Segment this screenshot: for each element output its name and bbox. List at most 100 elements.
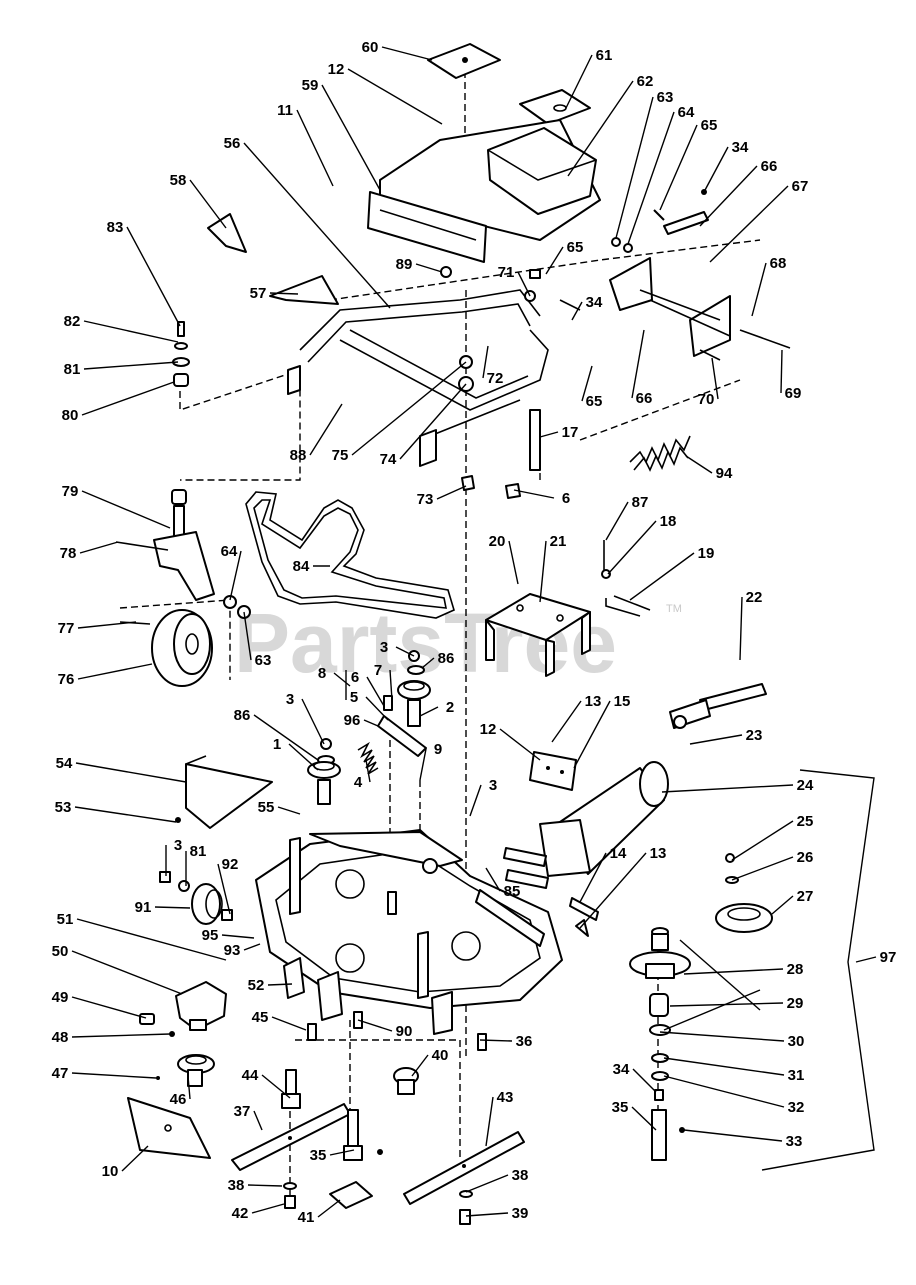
callout-17: 17: [539, 424, 578, 441]
callout-94: 94: [685, 455, 733, 482]
callout-57: 57: [250, 285, 299, 302]
part-number-label: 75: [332, 447, 349, 464]
part-number-label: 85: [504, 883, 521, 900]
callout-83: 83: [107, 219, 181, 327]
leader-line: [689, 734, 743, 745]
callout-42: 42: [232, 1203, 285, 1222]
part-number-label: 29: [787, 995, 804, 1012]
spindle-35: [329, 1109, 383, 1209]
leader-line: [74, 806, 177, 823]
part-number-label: 81: [190, 843, 207, 860]
callout-38: 38: [465, 1167, 528, 1193]
leader-line: [247, 1184, 283, 1187]
leader-line: [751, 262, 767, 317]
callout-3: 3: [380, 639, 415, 657]
leader-line: [411, 1054, 429, 1077]
part-number-label: 65: [586, 393, 603, 410]
leader-line: [271, 1016, 307, 1031]
leader-line: [659, 1031, 785, 1042]
callout-72: 72: [482, 345, 503, 387]
leader-line: [309, 403, 343, 456]
callout-54: 54: [56, 755, 187, 783]
part-number-label: 67: [792, 178, 809, 195]
callout-46: 46: [170, 1075, 191, 1108]
part-number-label: 60: [362, 39, 379, 56]
leader-line: [365, 759, 371, 783]
leader-line: [71, 1072, 157, 1079]
callout-82: 82: [64, 313, 179, 343]
leader-line: [79, 541, 119, 554]
callout-15: 15: [573, 693, 630, 769]
leader-line: [366, 676, 385, 707]
callout-76: 76: [58, 663, 153, 688]
callout-9: 9: [419, 741, 442, 781]
leader-line: [551, 700, 582, 743]
leader-line: [567, 80, 634, 177]
leader-line: [347, 68, 443, 125]
part-number-label: 10: [102, 1163, 119, 1180]
part-number-label: 87: [632, 494, 649, 511]
leader-line: [499, 728, 541, 761]
part-number-label: 3: [286, 691, 294, 708]
part-number-label: 37: [234, 1103, 251, 1120]
leader-line: [661, 784, 794, 793]
leader-line: [365, 696, 389, 721]
callout-13: 13: [551, 693, 601, 743]
leader-line: [83, 320, 179, 343]
part-number-label: 14: [610, 845, 627, 862]
leader-line: [251, 1203, 285, 1214]
callout-26: 26: [731, 849, 813, 881]
leader-line: [739, 596, 743, 661]
leader-line: [465, 1212, 509, 1217]
leader-line: [296, 109, 334, 187]
callout-35: 35: [612, 1099, 657, 1131]
decals-57-58: [207, 213, 339, 305]
callout-53: 53: [55, 799, 177, 823]
callout-81: 81: [64, 361, 179, 378]
part-number-label: 74: [380, 451, 397, 468]
leader-line: [571, 301, 583, 321]
callout-86: 86: [234, 707, 319, 761]
leader-line: [579, 852, 647, 929]
part-number-label: 51: [57, 911, 74, 928]
callout-10: 10: [102, 1145, 149, 1180]
part-number-label: 44: [242, 1067, 259, 1084]
callout-12: 12: [328, 61, 443, 125]
callout-84: 84: [293, 558, 330, 575]
callout-68: 68: [751, 255, 786, 317]
spring-94: [629, 435, 691, 472]
callout-31: 31: [663, 1057, 804, 1084]
leader-line: [469, 784, 482, 817]
callout-35: 35: [310, 1147, 355, 1164]
part-number-label: 65: [567, 239, 584, 256]
callout-24: 24: [661, 777, 814, 794]
callout-49: 49: [52, 989, 147, 1019]
plate-61: [519, 89, 591, 125]
callout-18: 18: [607, 513, 676, 575]
leader-line: [381, 46, 433, 61]
part-number-label: 43: [497, 1089, 514, 1106]
part-number-label: 8: [318, 665, 326, 682]
caster-bracket-79: [115, 531, 215, 601]
callout-14: 14: [579, 845, 627, 903]
leader-line: [189, 179, 227, 229]
part-number-label: 73: [417, 491, 434, 508]
gauge-wheel-91: [159, 871, 233, 925]
part-number-label: 47: [52, 1065, 69, 1082]
handle-frame-56: [287, 289, 549, 467]
part-number-label: 64: [678, 104, 695, 121]
part-number-label: 27: [797, 888, 814, 905]
leader-line: [581, 365, 593, 402]
leader-line: [663, 1075, 785, 1108]
leader-line: [539, 431, 559, 438]
part-number-label: 93: [224, 942, 241, 959]
bracket-97: [761, 769, 875, 1171]
spindle-assembly-97: [629, 853, 773, 1161]
blade-43: [403, 1131, 525, 1205]
callout-44: 44: [242, 1067, 291, 1099]
leader-line: [669, 1002, 784, 1007]
leader-line: [76, 918, 227, 961]
callout-34: 34: [613, 1061, 657, 1093]
callout-74: 74: [380, 383, 467, 468]
